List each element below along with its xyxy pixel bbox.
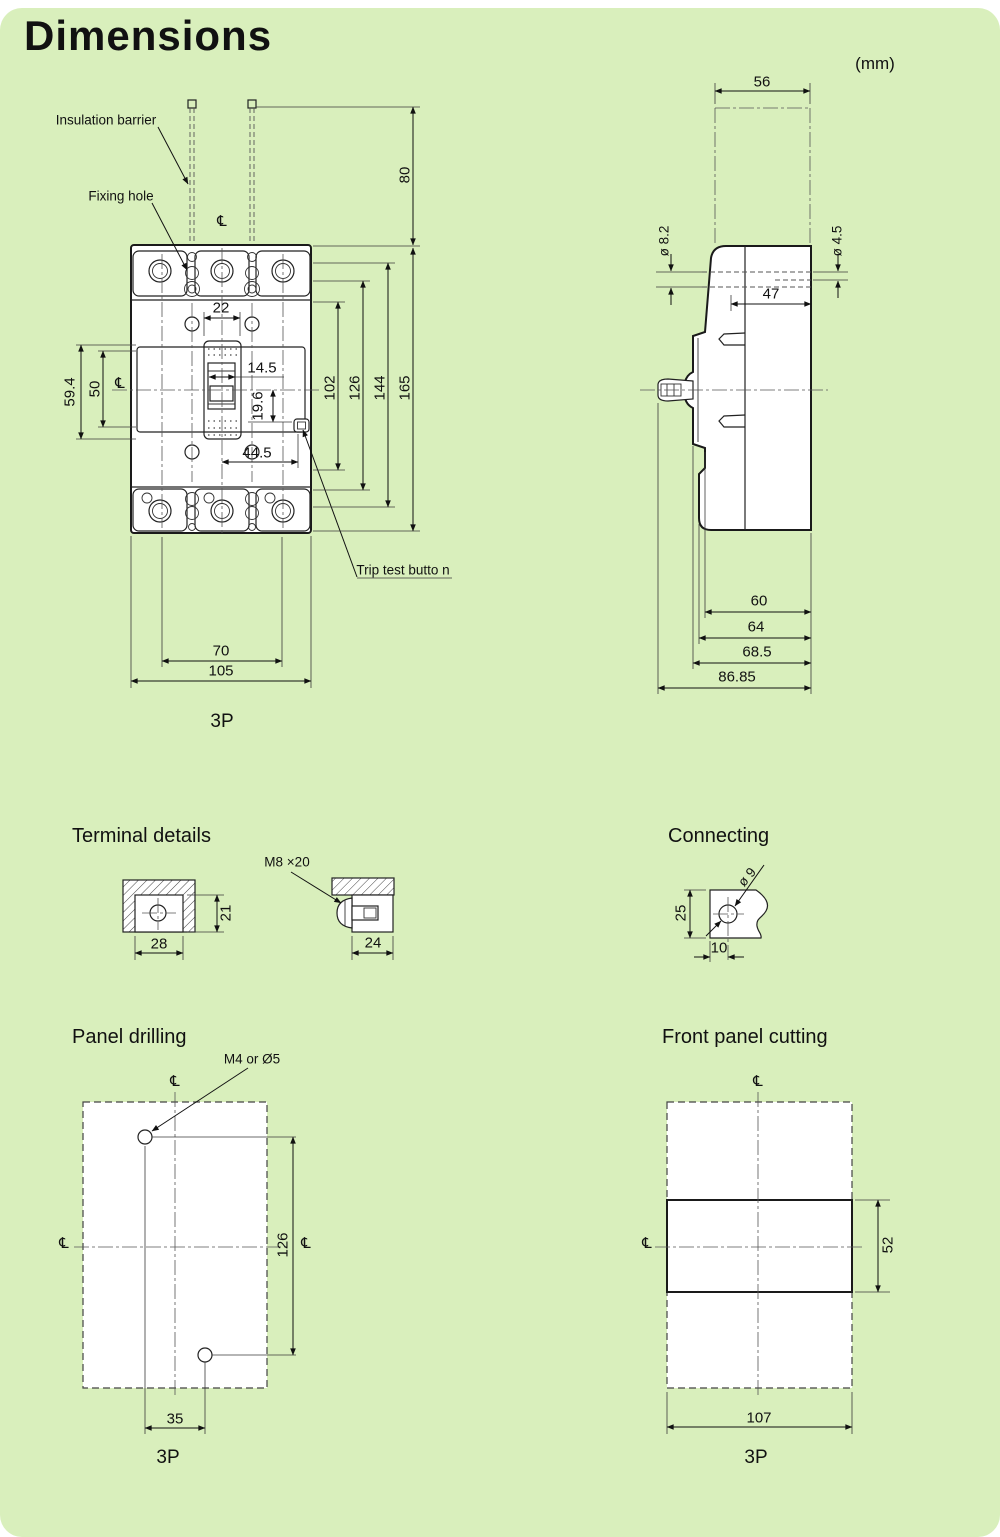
dim-25: 25	[672, 904, 690, 922]
dim-10: 10	[710, 939, 728, 957]
side-view-drawing	[640, 107, 828, 531]
front-view-dimensions	[76, 106, 452, 688]
connecting-title: Connecting	[668, 825, 770, 847]
front-panel-cutting-drawing	[655, 1092, 890, 1434]
dim-19-6: 19.6	[249, 391, 267, 421]
dim-50: 50	[86, 380, 104, 398]
dim-22: 22	[212, 299, 230, 317]
front-panel-cutting-title: Front panel cutting	[662, 1026, 828, 1048]
page-title: Dimensions	[24, 12, 273, 59]
dim-70: 70	[212, 642, 230, 660]
dim-14-5: 14.5	[247, 359, 277, 377]
dim-126: 126	[346, 375, 364, 401]
dim-144: 144	[371, 375, 389, 401]
terminal-details-title: Terminal details	[72, 825, 211, 847]
dim-21: 21	[217, 904, 235, 922]
dim-24: 24	[364, 934, 382, 952]
connecting-drawing	[684, 864, 769, 962]
centerline-icon: ℄	[217, 212, 227, 230]
panel-drilling-caption: 3P	[156, 1447, 180, 1468]
dim-47: 47	[762, 285, 780, 303]
dim-107: 107	[746, 1409, 772, 1427]
dim-64: 64	[747, 618, 765, 636]
units-label: (mm)	[855, 54, 895, 73]
dim-60: 60	[750, 592, 768, 610]
dim-68-5: 68.5	[742, 643, 772, 661]
centerline-icon: ℄	[642, 1234, 652, 1252]
screw-label: M8 ×20	[264, 854, 310, 870]
dim-126-drilling: 126	[274, 1232, 292, 1258]
dim-86-85: 86.85	[718, 668, 756, 686]
insulation-barrier-label: Insulation barrier	[55, 112, 157, 128]
panel-drilling-title: Panel drilling	[72, 1026, 187, 1048]
terminal-details-drawing	[122, 871, 395, 960]
dim-hole-4-5: ø 4.5	[829, 225, 845, 257]
centerline-icon: ℄	[59, 1234, 69, 1252]
dim-35: 35	[166, 1410, 184, 1428]
dim-44-5: 44.5	[242, 444, 272, 462]
centerline-icon: ℄	[753, 1072, 763, 1090]
dim-52: 52	[879, 1236, 897, 1254]
drill-hole-label: M4 or Ø5	[223, 1051, 281, 1067]
trip-test-button-label: Trip test butto n	[356, 562, 450, 578]
dim-hole-8-2: ø 8.2	[656, 225, 672, 257]
side-view-dimensions	[656, 83, 848, 694]
front-panel-cutting-caption: 3P	[744, 1447, 768, 1468]
centerline-icon: ℄	[301, 1234, 311, 1252]
fixing-hole-label: Fixing hole	[88, 188, 154, 204]
dim-28: 28	[150, 935, 168, 953]
centerline-icon: ℄	[115, 374, 125, 392]
dim-102: 102	[321, 375, 339, 401]
dim-56: 56	[753, 73, 771, 91]
panel-drilling-drawing	[74, 1067, 296, 1434]
front-view-caption: 3P	[210, 711, 234, 732]
dim-80: 80	[396, 166, 414, 184]
dim-105: 105	[208, 662, 234, 680]
centerline-icon: ℄	[170, 1072, 180, 1090]
dim-165: 165	[396, 375, 414, 401]
dim-59-4: 59.4	[61, 377, 79, 407]
